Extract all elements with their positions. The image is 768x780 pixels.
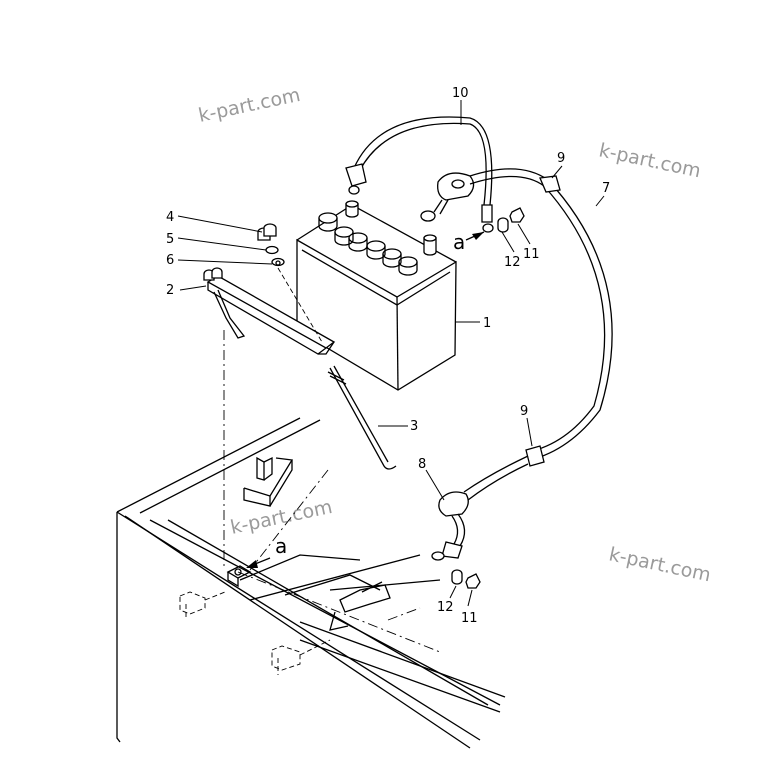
centerline <box>277 267 323 343</box>
callout-4: 4 <box>166 210 174 225</box>
callout-3: 3 <box>410 419 418 434</box>
centerline <box>249 469 329 571</box>
watermark: k-part.com <box>196 84 302 127</box>
callout-12-bottom: 12 <box>437 600 454 615</box>
view-arrow-a-bottom <box>246 557 271 568</box>
view-marker-a-top: a <box>453 230 465 254</box>
callout-8: 8 <box>418 457 426 472</box>
cell-caps <box>318 212 418 276</box>
watermark: k-part.com <box>597 139 703 182</box>
leader-lines <box>177 100 605 607</box>
hold-down-bracket <box>203 267 336 355</box>
cable-10 <box>345 116 494 233</box>
j-bolt <box>327 365 397 470</box>
callout-9-top: 9 <box>557 151 565 166</box>
callout-11-top: 11 <box>523 247 540 262</box>
callout-5: 5 <box>166 232 174 247</box>
callout-6: 6 <box>166 253 174 268</box>
cable-7 <box>420 168 613 501</box>
callout-7: 7 <box>602 181 610 196</box>
nut-washer-top <box>497 207 525 233</box>
terminal-positive <box>423 237 437 256</box>
callout-9-mid: 9 <box>520 404 528 419</box>
centerline <box>237 571 441 653</box>
connector-8 <box>431 491 469 561</box>
centerline <box>387 607 421 621</box>
washer-spring <box>265 245 279 255</box>
callout-12-top: 12 <box>504 255 521 270</box>
watermark: k-part.com <box>607 543 713 586</box>
callout-10: 10 <box>452 86 469 101</box>
machine-frame <box>116 417 506 749</box>
callout-1: 1 <box>483 316 491 331</box>
wing-nut <box>257 223 277 241</box>
view-arrow-a-top <box>465 231 485 241</box>
view-marker-a-bottom: a <box>275 534 287 558</box>
watermark: k-part.com <box>228 496 334 539</box>
callout-2: 2 <box>166 283 174 298</box>
battery <box>296 200 457 391</box>
callout-11-bottom: 11 <box>461 611 478 626</box>
nut-washer-bottom <box>451 569 481 589</box>
